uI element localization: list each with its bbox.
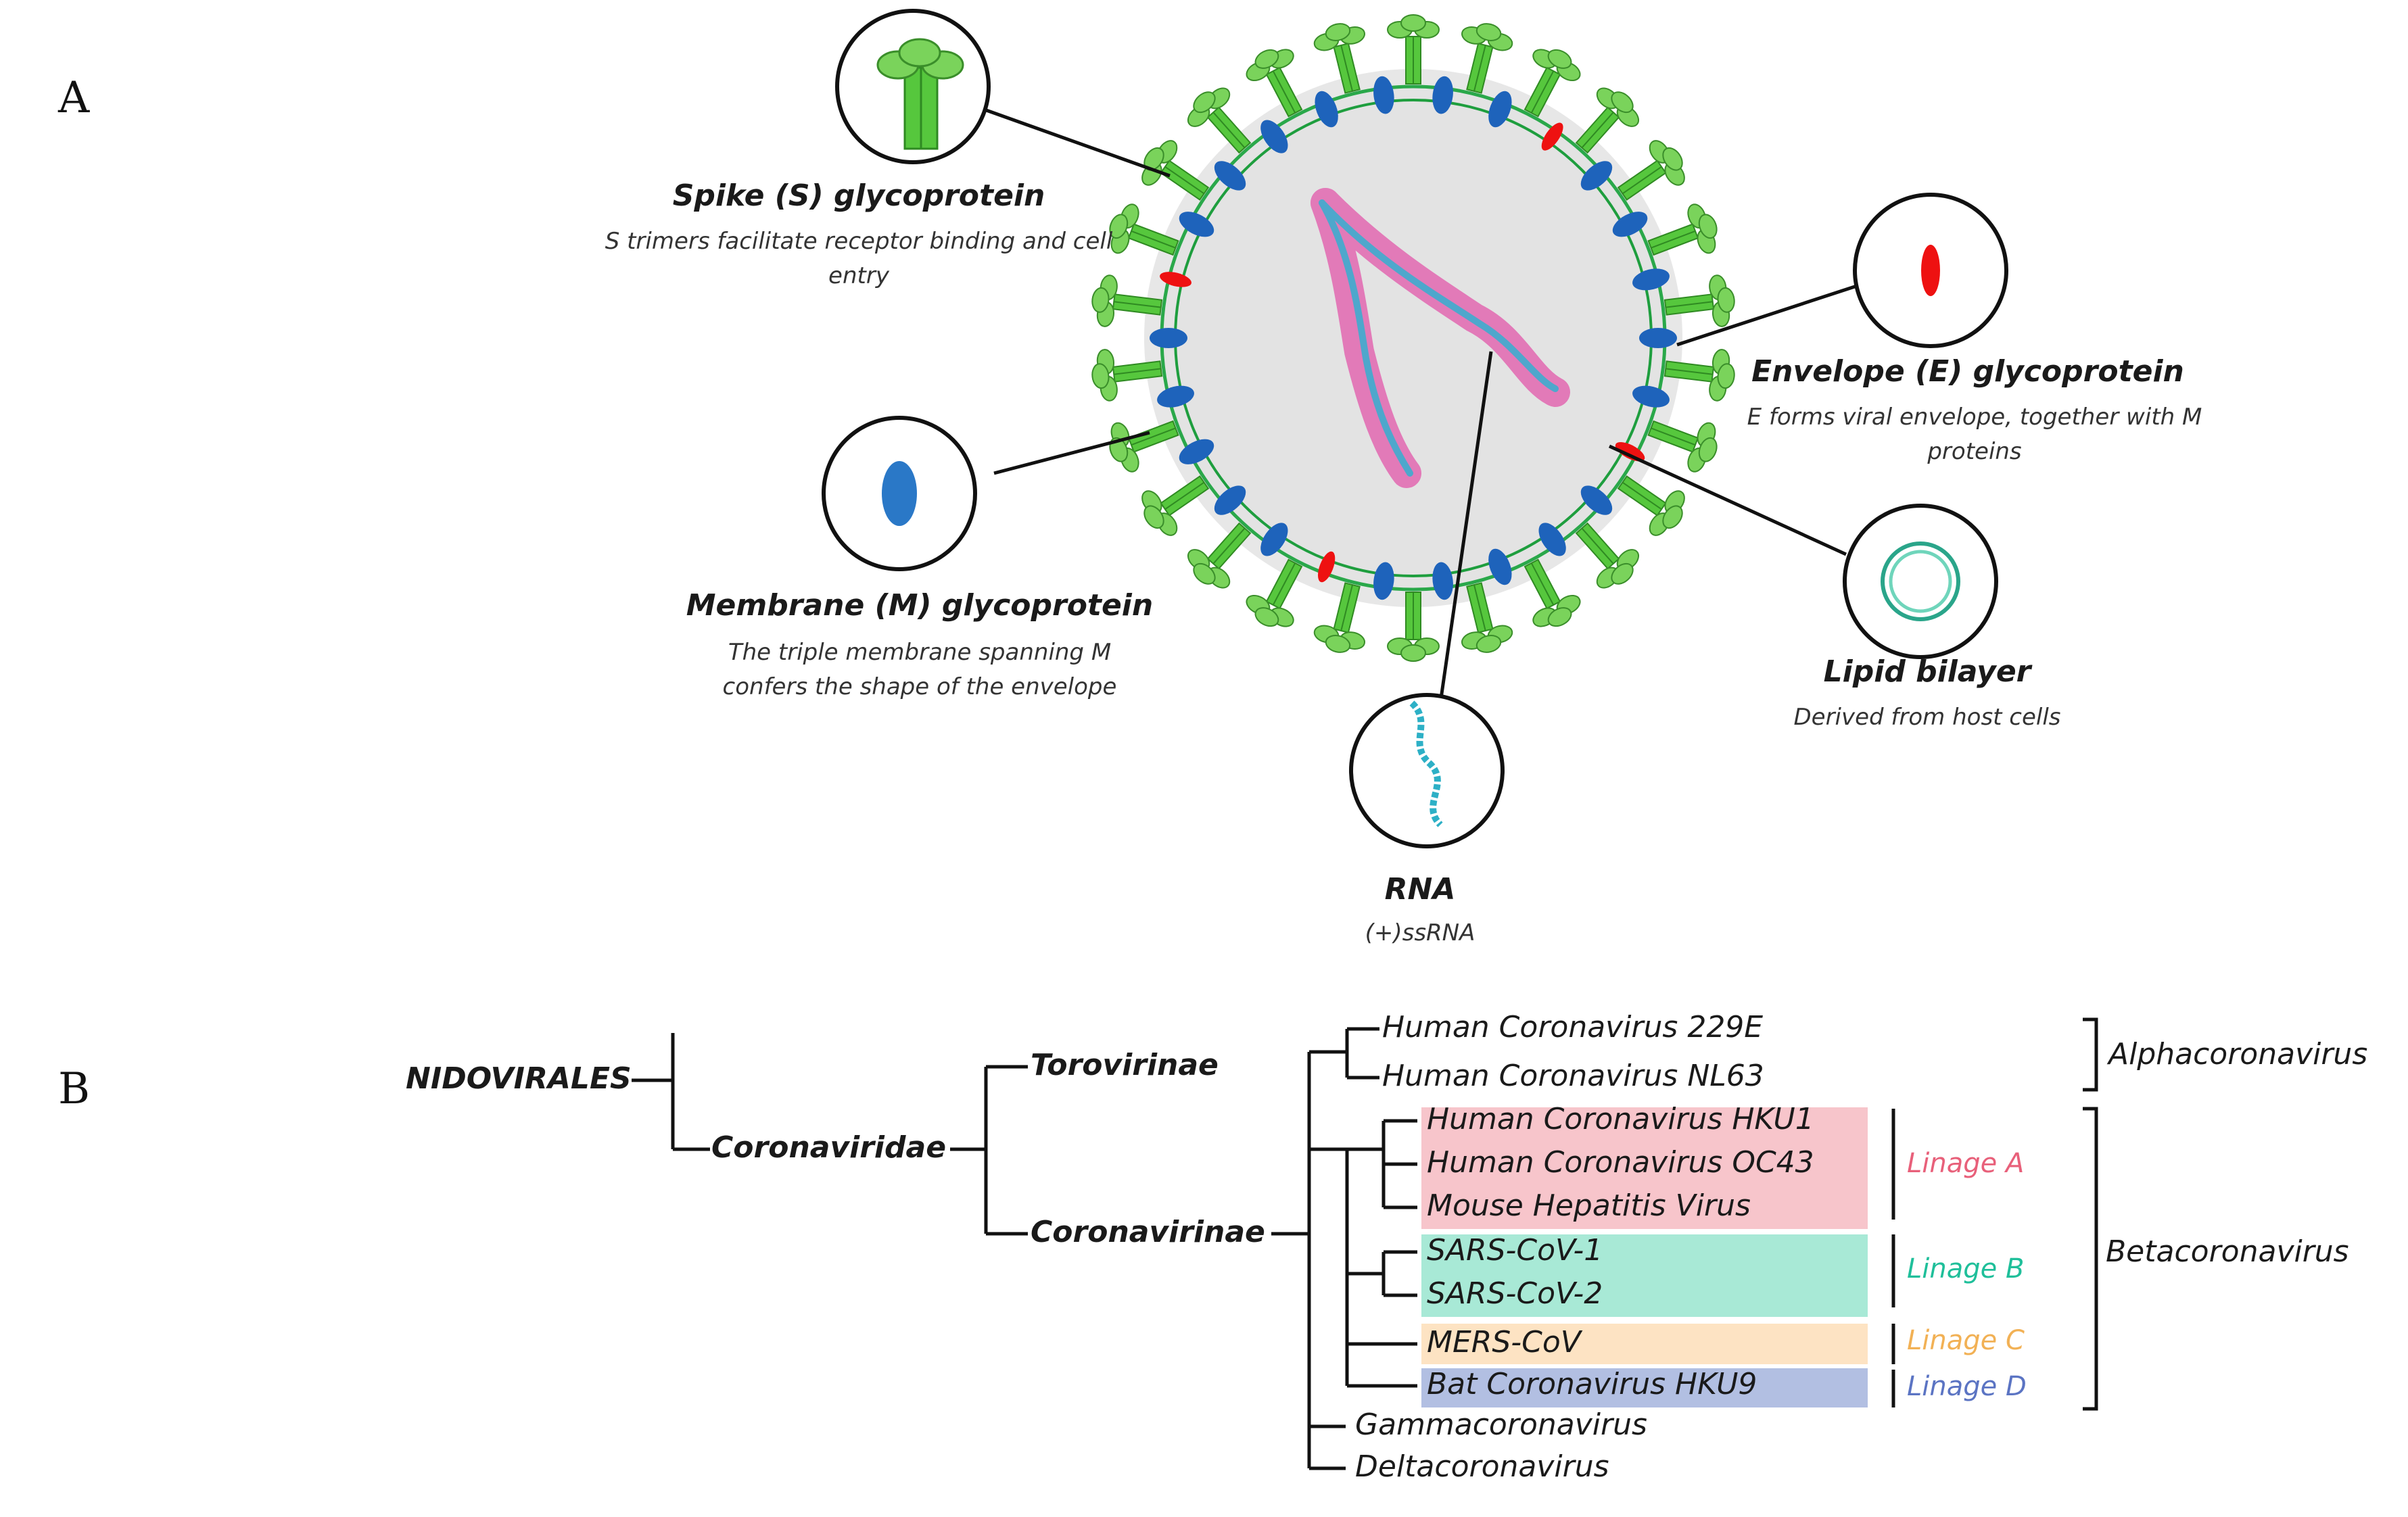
- alpha-member: Human Coronavirus NL63: [1382, 1059, 1764, 1093]
- genus-delta: Deltacoronavirus: [1355, 1449, 1609, 1484]
- envelope-desc: E forms viral envelope, together with M …: [1747, 404, 2202, 465]
- rna-desc: (+)ssRNA: [1365, 919, 1476, 946]
- lineage-a-member: Mouse Hepatitis Virus: [1427, 1188, 1751, 1223]
- lineage-b-label: Linage B: [1907, 1253, 2025, 1284]
- tree-branches: [632, 1017, 2098, 1470]
- lineage-d-member: Bat Coronavirus HKU9: [1427, 1367, 1757, 1401]
- callout-lines: [980, 106, 1864, 704]
- lineage-a-label: Linage A: [1907, 1148, 2025, 1179]
- envelope-callout: [1853, 193, 2008, 348]
- tree-subfamily-torovirinae: Torovirinae: [1031, 1048, 1219, 1082]
- tree-subfamily-coronavirinae: Coronavirinae: [1031, 1215, 1265, 1249]
- lineage-a-member: Human Coronavirus HKU1: [1427, 1102, 1814, 1136]
- lineage-a-member: Human Coronavirus OC43: [1427, 1145, 1814, 1180]
- envelope-title: Envelope (E) glycoprotein: [1751, 354, 2184, 389]
- membrane-desc: The triple membrane spanning M confers t…: [722, 639, 1117, 700]
- lineage-c-box: [1421, 1324, 1868, 1364]
- spike-desc: S trimers facilitate receptor binding an…: [605, 228, 1113, 289]
- lineage-c-member: MERS-CoV: [1427, 1325, 1581, 1359]
- spike-title: Spike (S) glycoprotein: [672, 178, 1045, 213]
- genus-gamma: Gammacoronavirus: [1355, 1407, 1647, 1442]
- spike-callout: [835, 9, 991, 164]
- membrane-callout: [822, 416, 977, 571]
- virion-body: [1088, 14, 1739, 662]
- rna-coil: [1311, 188, 1570, 488]
- lineage-b-member: SARS-CoV-2: [1427, 1276, 1603, 1311]
- membrane-title: Membrane (M) glycoprotein: [686, 588, 1154, 623]
- genus-betacoronavirus: Betacoronavirus: [2106, 1234, 2349, 1269]
- rna-callout: [1349, 693, 1505, 848]
- lipid-title: Lipid bilayer: [1823, 654, 2031, 689]
- tree-order: NIDOVIRALES: [406, 1061, 632, 1096]
- lipid-desc: Derived from host cells: [1793, 704, 2061, 731]
- tree-family: Coronaviridae: [711, 1130, 947, 1165]
- lineage-c-label: Linage C: [1907, 1325, 2025, 1356]
- genus-alphacoronavirus: Alphacoronavirus: [2108, 1037, 2368, 1071]
- rna-title: RNA: [1384, 872, 1456, 907]
- lineage-d-label: Linage D: [1907, 1371, 2027, 1402]
- panel-label-a: A: [58, 73, 90, 123]
- lineage-d-box: [1421, 1368, 1868, 1407]
- lineage-b-box: [1421, 1234, 1868, 1317]
- alpha-member: Human Coronavirus 229E: [1382, 1010, 1764, 1044]
- lipid-callout: [1843, 504, 1998, 659]
- panel-label-b: B: [58, 1064, 91, 1114]
- lineage-a-box: [1421, 1107, 1868, 1229]
- lineage-b-member: SARS-CoV-1: [1427, 1233, 1603, 1268]
- virion-diagram: [822, 9, 2008, 848]
